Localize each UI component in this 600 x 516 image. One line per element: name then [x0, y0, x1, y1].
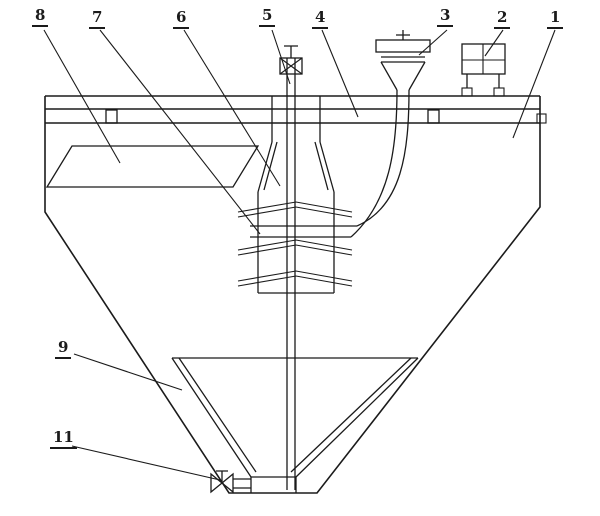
ref-label-11: 11 — [50, 430, 77, 449]
ref-label-7: 7 — [89, 10, 106, 29]
ref-label-6: 6 — [173, 10, 190, 29]
rim-stiffeners — [105, 109, 440, 124]
ref-label-9: 9 — [55, 340, 72, 359]
side-nozzle — [536, 113, 547, 124]
tank-outline — [44, 95, 541, 494]
ref-label-1: 1 — [547, 10, 564, 29]
center-column — [257, 96, 335, 294]
hatched-plate — [45, 145, 260, 188]
feed-box — [461, 43, 506, 97]
ref-label-8: 8 — [32, 8, 49, 27]
motor-assembly — [375, 30, 431, 91]
ref-label-2: 2 — [494, 10, 511, 29]
center-pipe — [279, 45, 303, 490]
leader-lines — [43, 29, 556, 481]
drain-valve — [210, 470, 251, 494]
ref-label-3: 3 — [437, 8, 454, 27]
ref-label-5: 5 — [259, 8, 276, 27]
baffle-fins — [237, 201, 353, 287]
ref-label-4: 4 — [312, 10, 329, 29]
feed-pipe — [250, 89, 410, 238]
